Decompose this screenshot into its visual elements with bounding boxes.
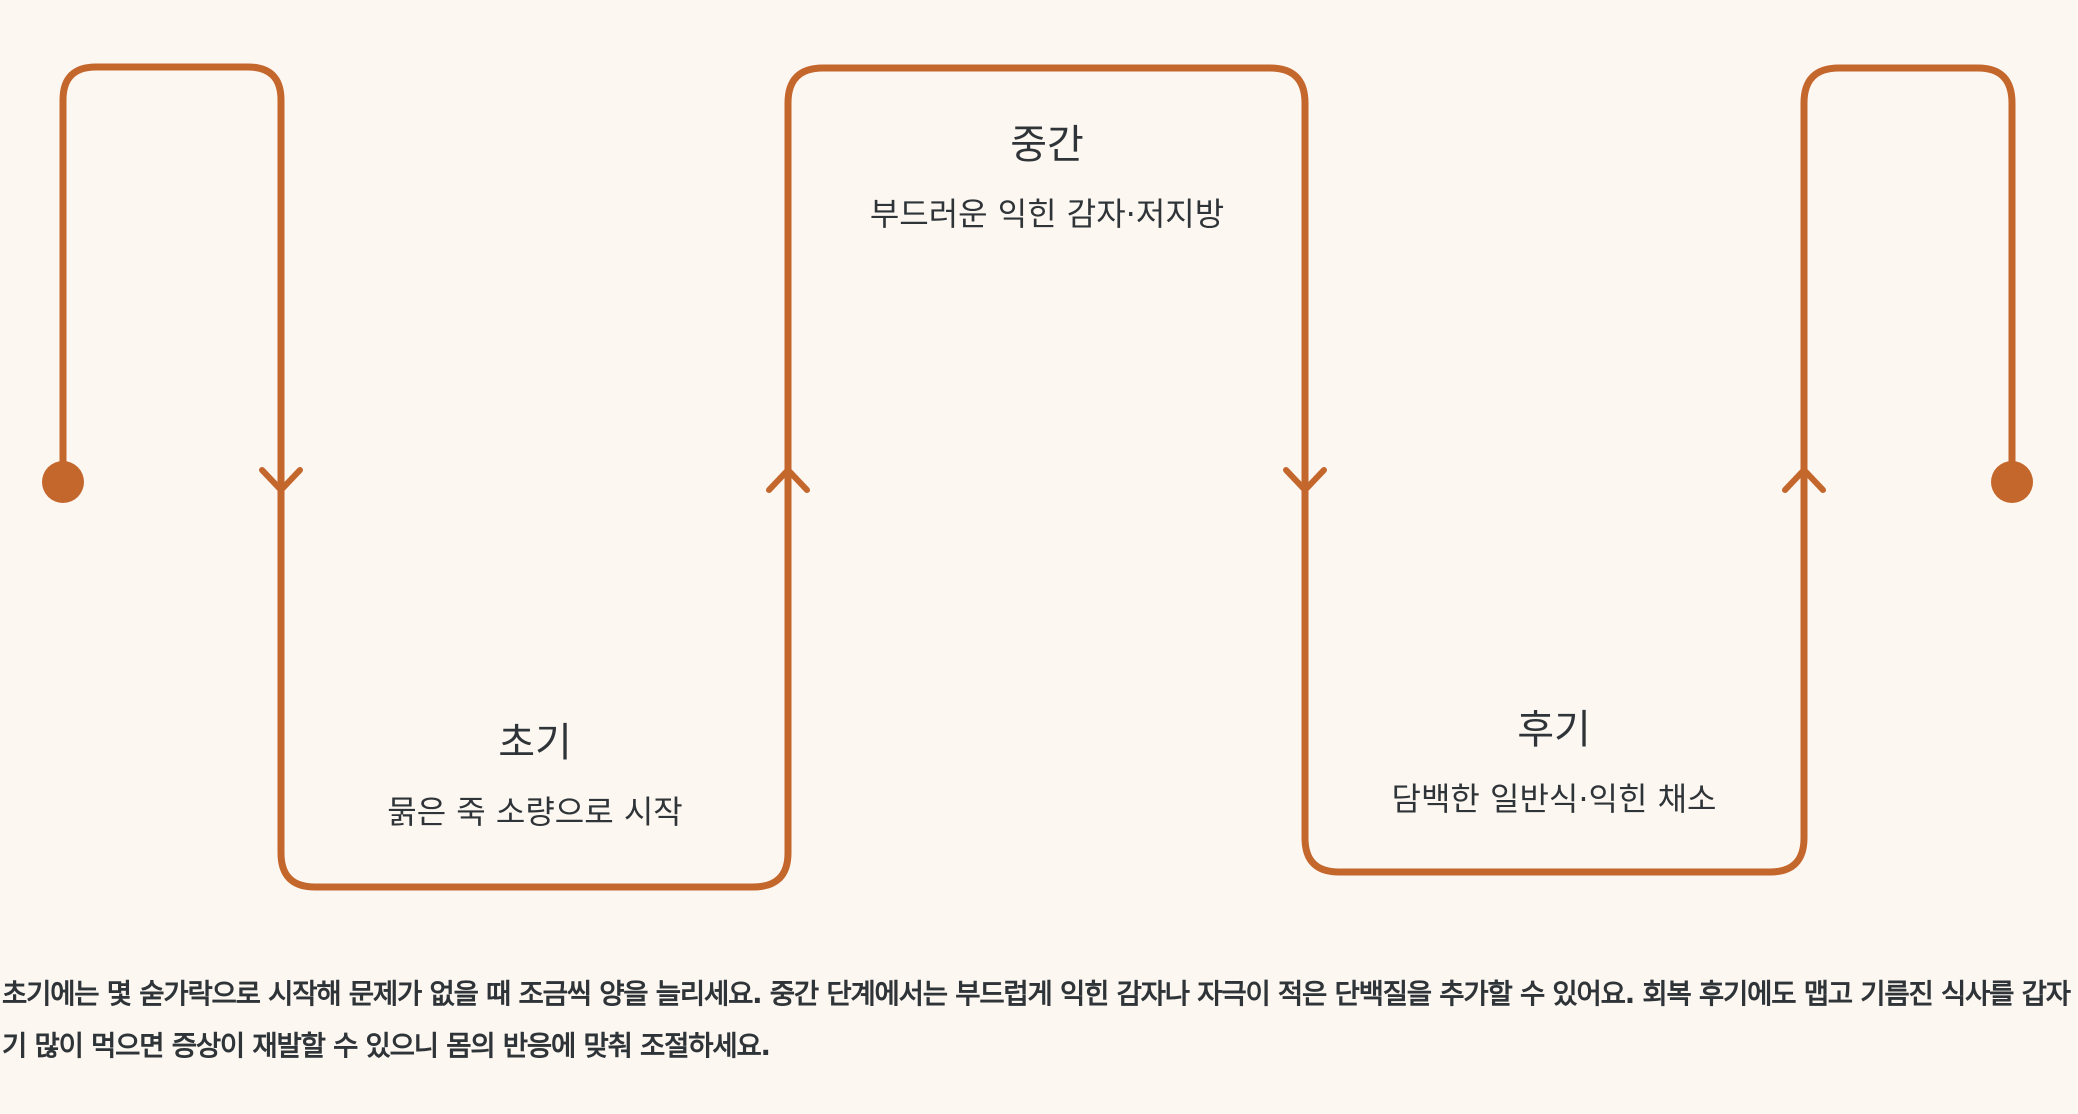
stage-middle-title: 중간 (1010, 122, 1084, 168)
stage-middle-description: 부드러운 익힌 감자·저지방 (870, 195, 1224, 233)
arrow-up-icon (1782, 467, 1826, 493)
arrow-up-icon (766, 467, 810, 493)
stage-early-description: 묽은 죽 소량으로 시작 (387, 793, 682, 831)
progression-diagram: 초기 묽은 죽 소량으로 시작 중간 부드러운 익힌 감자·저지방 후기 담백한… (42, 63, 2033, 891)
stage-late-description: 담백한 일반식·익힌 채소 (1392, 780, 1717, 818)
caption-text: 초기에는 몇 숟가락으로 시작해 문제가 없을 때 조금씩 양을 늘리세요. 중… (2, 978, 2071, 1062)
arrow-down-icon (1283, 467, 1327, 493)
stage-late-title: 후기 (1517, 707, 1591, 753)
start-point-marker (42, 461, 84, 503)
arrow-down-icon (259, 467, 303, 493)
end-point-marker (1991, 461, 2033, 503)
progression-path (59, 63, 2016, 891)
stage-early-title: 초기 (498, 720, 572, 766)
